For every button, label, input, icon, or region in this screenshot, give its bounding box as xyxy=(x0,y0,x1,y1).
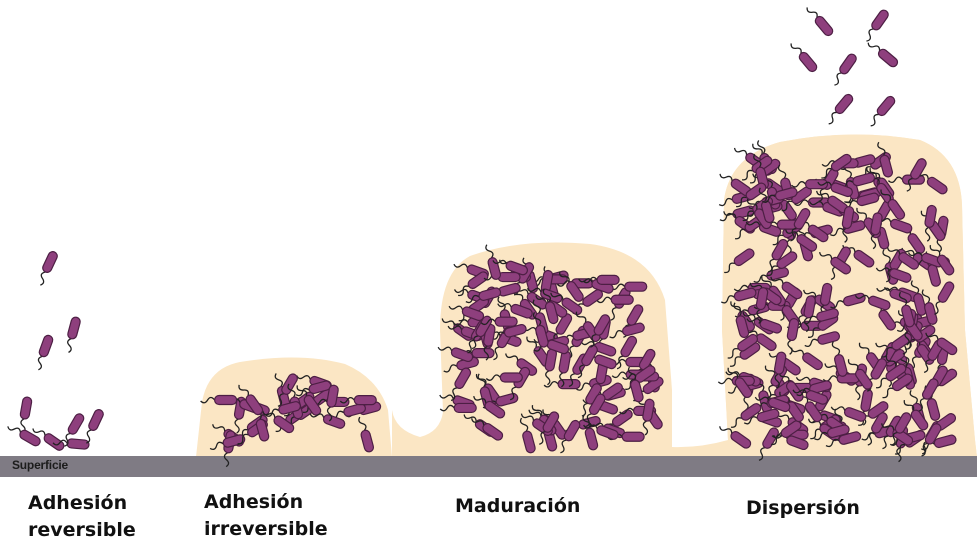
surface-label: Superficie xyxy=(12,458,68,472)
stage-label-line: reversible xyxy=(28,517,136,544)
bacterium xyxy=(81,408,104,444)
bacterium xyxy=(17,396,32,433)
bacterium xyxy=(63,316,81,353)
bacterium xyxy=(35,250,58,286)
stage-label-maduracion: Maduración xyxy=(455,493,580,520)
bacterium xyxy=(788,40,818,73)
stage-label-line: Maduración xyxy=(455,493,580,520)
bacterium xyxy=(824,93,854,126)
bacterium xyxy=(830,52,858,87)
stage-label-dispersion: Dispersión xyxy=(746,495,860,522)
stage-label-line: Adhesión xyxy=(28,490,136,517)
stage-label-adhesion-reversible: Adhesión reversible xyxy=(28,490,136,544)
bacterium xyxy=(866,38,899,68)
bacterium xyxy=(33,334,54,371)
stage-label-line: Dispersión xyxy=(746,495,860,522)
bacterium xyxy=(6,422,42,448)
bacterium xyxy=(866,95,896,128)
surface-bar xyxy=(0,456,977,477)
stage-label-adhesion-irreversible: Adhesión irreversible xyxy=(204,489,328,543)
bacterium xyxy=(862,8,890,43)
stage-label-line: Adhesión xyxy=(204,489,328,516)
bacteria-group xyxy=(6,4,958,467)
stage-label-line: irreversible xyxy=(204,516,328,543)
bacterium xyxy=(804,4,834,37)
